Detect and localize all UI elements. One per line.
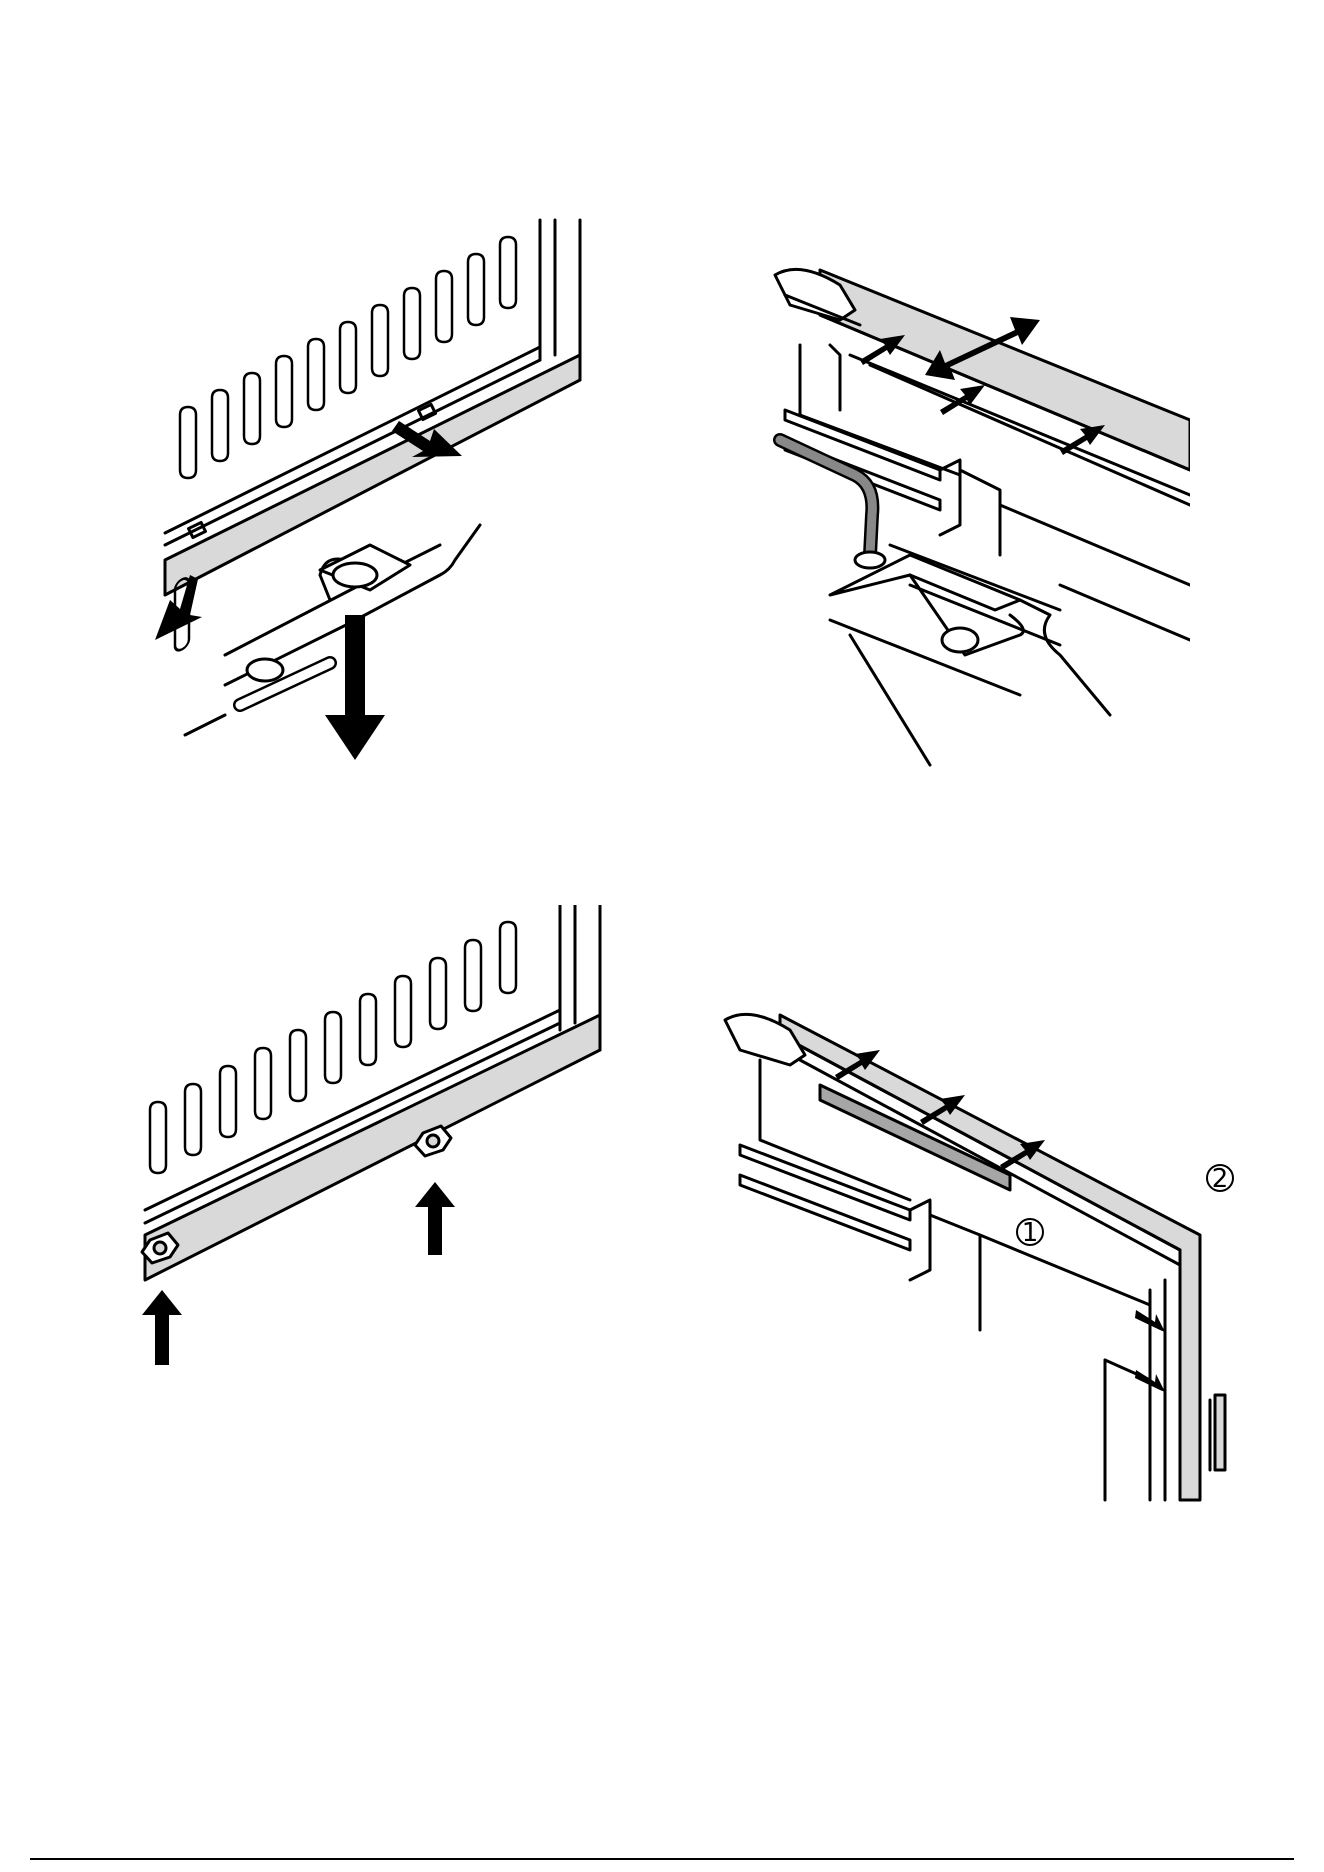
figure-insert-strip: 1 2 (710, 1000, 1250, 1510)
illustration-4: 1 2 (710, 1000, 1250, 1510)
illustration-1 (150, 215, 605, 775)
callout-2: 2 (1207, 1164, 1233, 1194)
callout-1-label: 1 (1022, 1218, 1039, 1248)
callout-1: 1 (1017, 1218, 1043, 1248)
illustration-2 (760, 255, 1190, 785)
figure-fit-nuts (130, 905, 620, 1385)
figure-adjust-bracket (760, 255, 1190, 785)
callout-2-label: 2 (1212, 1164, 1229, 1194)
footer-rule (30, 1858, 1294, 1860)
illustration-3 (130, 905, 620, 1385)
figure-remove-bracket-nut (150, 215, 605, 775)
